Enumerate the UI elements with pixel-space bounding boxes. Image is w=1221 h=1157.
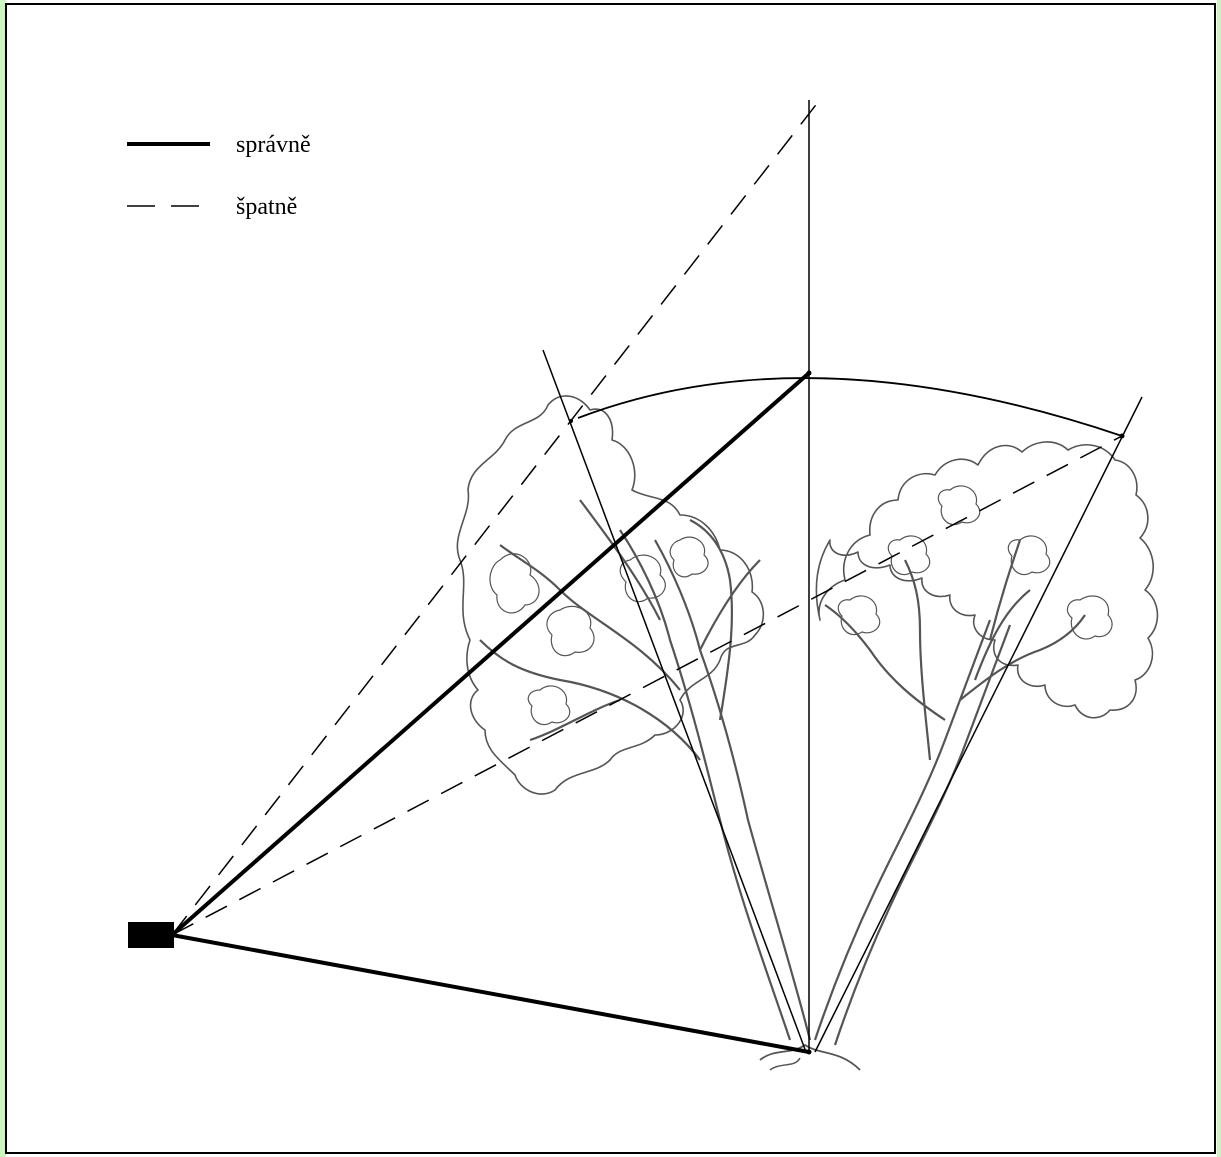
right-top-point [1119,433,1125,439]
right-tree-axis-line [814,396,1143,1053]
legend: správně špatně [127,132,311,220]
left-top-point [569,419,573,423]
wrong-sight-line-upper [171,96,823,936]
right-edge-strip [1217,0,1221,1157]
correct-sight-line [170,371,811,937]
instrument-rect-icon [128,922,174,948]
tree-base-point [806,1049,812,1055]
reference-arc [577,377,1123,437]
tree-right-icon [813,441,1159,1046]
left-edge-strip [0,0,6,1157]
legend-correct-label: správně [236,132,311,158]
legend-wrong-label: špatně [236,194,297,220]
tree-left-icon [456,395,861,1071]
measurement-lines [170,96,1143,1054]
left-tree-axis-line [542,349,807,1053]
figure-border [5,3,1216,1154]
vertical-top-point [806,370,812,376]
baseline-to-tree-base [171,933,810,1054]
wrong-sight-line-lower [171,435,1123,936]
